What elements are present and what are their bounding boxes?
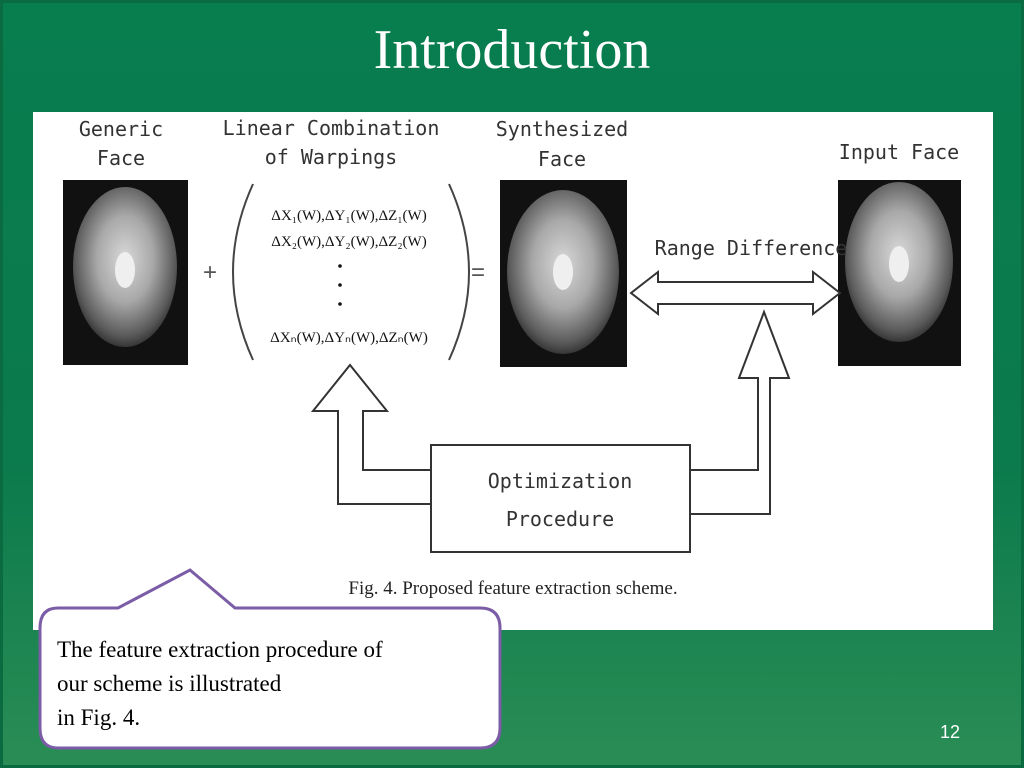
feedback-arrow-left — [310, 363, 432, 505]
synthesized-face-image — [500, 180, 627, 367]
generic-face-label-line2: Face — [97, 146, 145, 170]
linear-combination-label-line2: of Warpings — [265, 145, 397, 169]
slide-title: Introduction — [373, 19, 651, 81]
callout-text: The feature extraction procedure of our … — [57, 633, 487, 735]
callout-line-1: The feature extraction procedure of — [57, 637, 383, 662]
page-number: 12 — [939, 722, 961, 742]
input-face-image — [838, 180, 961, 366]
optimization-label-line2: Procedure — [506, 507, 614, 531]
linear-combination-label-line1: Linear Combination — [223, 116, 440, 140]
matrix-row-n: ΔXₙ(W),ΔYₙ(W),ΔZₙ(W) — [270, 330, 428, 346]
optimization-label-line1: Optimization — [488, 469, 633, 493]
callout-line-2: our scheme is illustrated — [57, 671, 282, 696]
figure-caption: Fig. 4. Proposed feature extraction sche… — [348, 578, 678, 599]
warping-matrix: ΔX₁(W),ΔY₁(W),ΔZ₁(W) ΔX₂(W),ΔY₂(W),ΔZ₂(W… — [232, 183, 470, 361]
equals-sign: = — [471, 259, 485, 286]
matrix-row-2: ΔX₂(W),ΔY₂(W),ΔZ₂(W) — [271, 234, 426, 250]
synthesized-face-label-line2: Face — [538, 147, 586, 171]
figure-panel: Generic Face Linear Combination of Warpi… — [33, 112, 993, 630]
generic-face-image — [63, 180, 188, 365]
matrix-row-1: ΔX₁(W),ΔY₁(W),ΔZ₁(W) — [271, 208, 426, 224]
range-difference-arrow — [629, 269, 842, 317]
plus-sign: + — [203, 259, 217, 286]
input-face-label: Input Face — [839, 140, 959, 164]
feature-extraction-diagram: Generic Face Linear Combination of Warpi… — [63, 116, 961, 553]
feedback-arrow-right — [689, 309, 791, 515]
callout-line-3: in Fig. 4. — [57, 705, 141, 730]
range-difference-label: Range Difference — [655, 236, 848, 260]
synthesized-face-label-line1: Synthesized — [496, 117, 628, 141]
generic-face-label-line1: Generic — [79, 117, 163, 141]
